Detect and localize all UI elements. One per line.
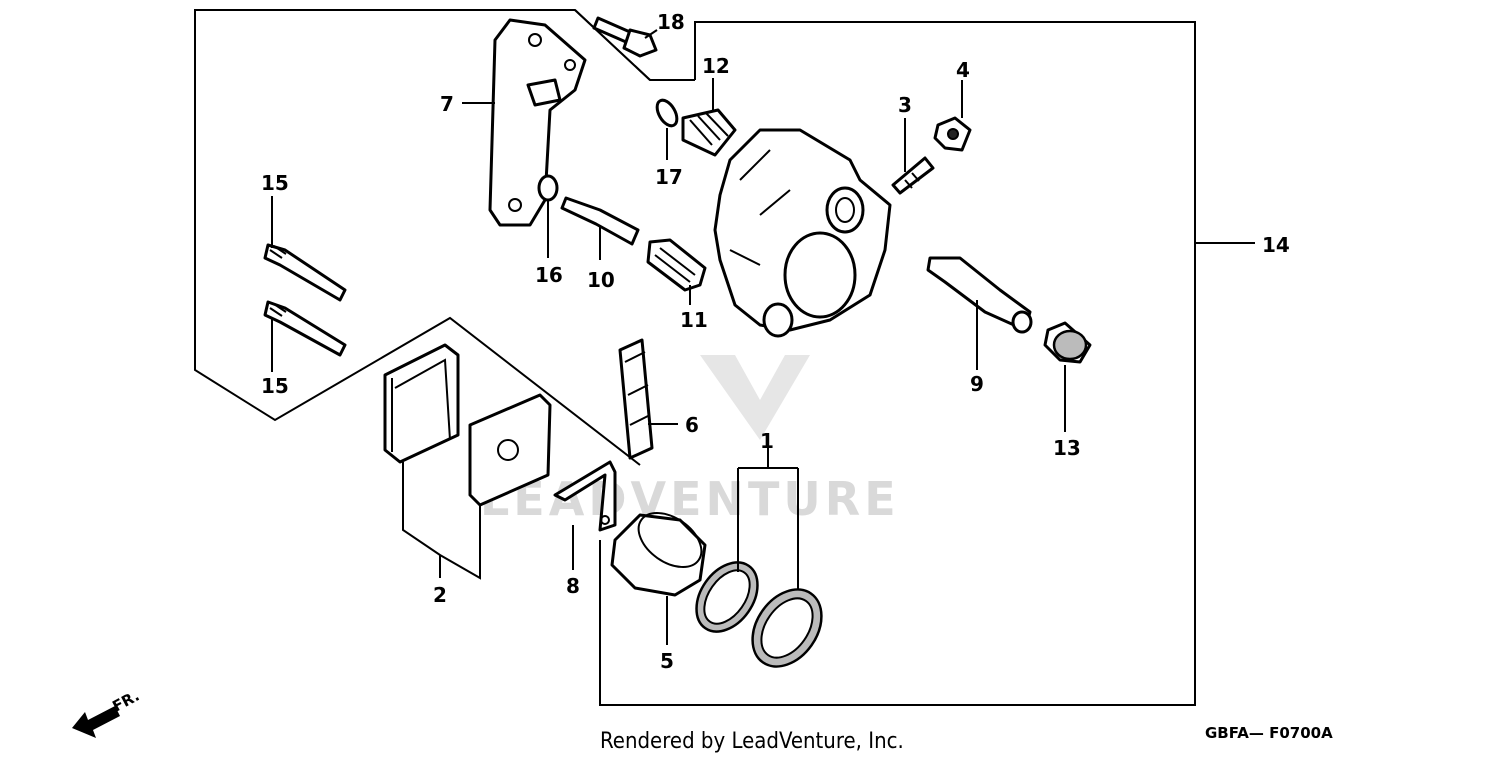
label-part-15-lower: 15 xyxy=(261,374,289,398)
label-part-4: 4 xyxy=(956,58,970,82)
label-part-8: 8 xyxy=(566,574,580,598)
label-part-7: 7 xyxy=(440,92,454,116)
caliper-piston xyxy=(610,512,707,597)
pin-boot-lower xyxy=(646,238,707,292)
credit-text: Rendered by LeadVenture, Inc. xyxy=(600,729,904,754)
label-part-1: 1 xyxy=(760,429,774,453)
label-part-6: 6 xyxy=(685,413,699,437)
label-part-3: 3 xyxy=(898,93,912,117)
label-part-17: 17 xyxy=(655,165,683,189)
label-part-14: 14 xyxy=(1262,233,1290,257)
watermark: LEADVENTURE xyxy=(480,355,900,526)
label-part-2: 2 xyxy=(433,583,447,607)
caliper-body xyxy=(713,128,892,338)
label-part-18: 18 xyxy=(657,10,685,34)
caliper-bracket xyxy=(488,18,587,227)
outline-join xyxy=(574,9,695,81)
slide-pin-lower xyxy=(926,256,1033,334)
pad-pin-lower xyxy=(263,300,347,357)
front-arrow: FR. xyxy=(72,687,142,738)
brake-pad-set xyxy=(383,343,552,507)
label-part-5: 5 xyxy=(660,649,674,673)
slide-pin-upper xyxy=(537,174,640,246)
leader-lines xyxy=(271,29,1255,645)
label-part-10: 10 xyxy=(587,268,615,292)
label-part-15-upper: 15 xyxy=(261,171,289,195)
diagram-code: GBFA— F0700A xyxy=(1205,724,1333,742)
label-part-16: 16 xyxy=(535,263,563,287)
bleeder-valve xyxy=(891,156,935,195)
label-part-12: 12 xyxy=(702,54,730,78)
pin-plug xyxy=(1043,321,1092,364)
label-part-13: 13 xyxy=(1053,436,1081,460)
part-labels: 1 2 3 4 5 6 7 8 9 10 11 12 13 14 15 15 1… xyxy=(261,10,1290,673)
label-part-9: 9 xyxy=(970,372,984,396)
watermark-text: LEADVENTURE xyxy=(480,472,900,526)
bleeder-cap xyxy=(933,116,972,152)
pad-retainer xyxy=(553,460,617,532)
label-part-11: 11 xyxy=(680,308,708,332)
pad-pin-upper xyxy=(263,243,347,302)
pin-boot-upper xyxy=(655,98,737,157)
pad-spring xyxy=(618,338,654,460)
piston-seal-set xyxy=(695,561,823,668)
